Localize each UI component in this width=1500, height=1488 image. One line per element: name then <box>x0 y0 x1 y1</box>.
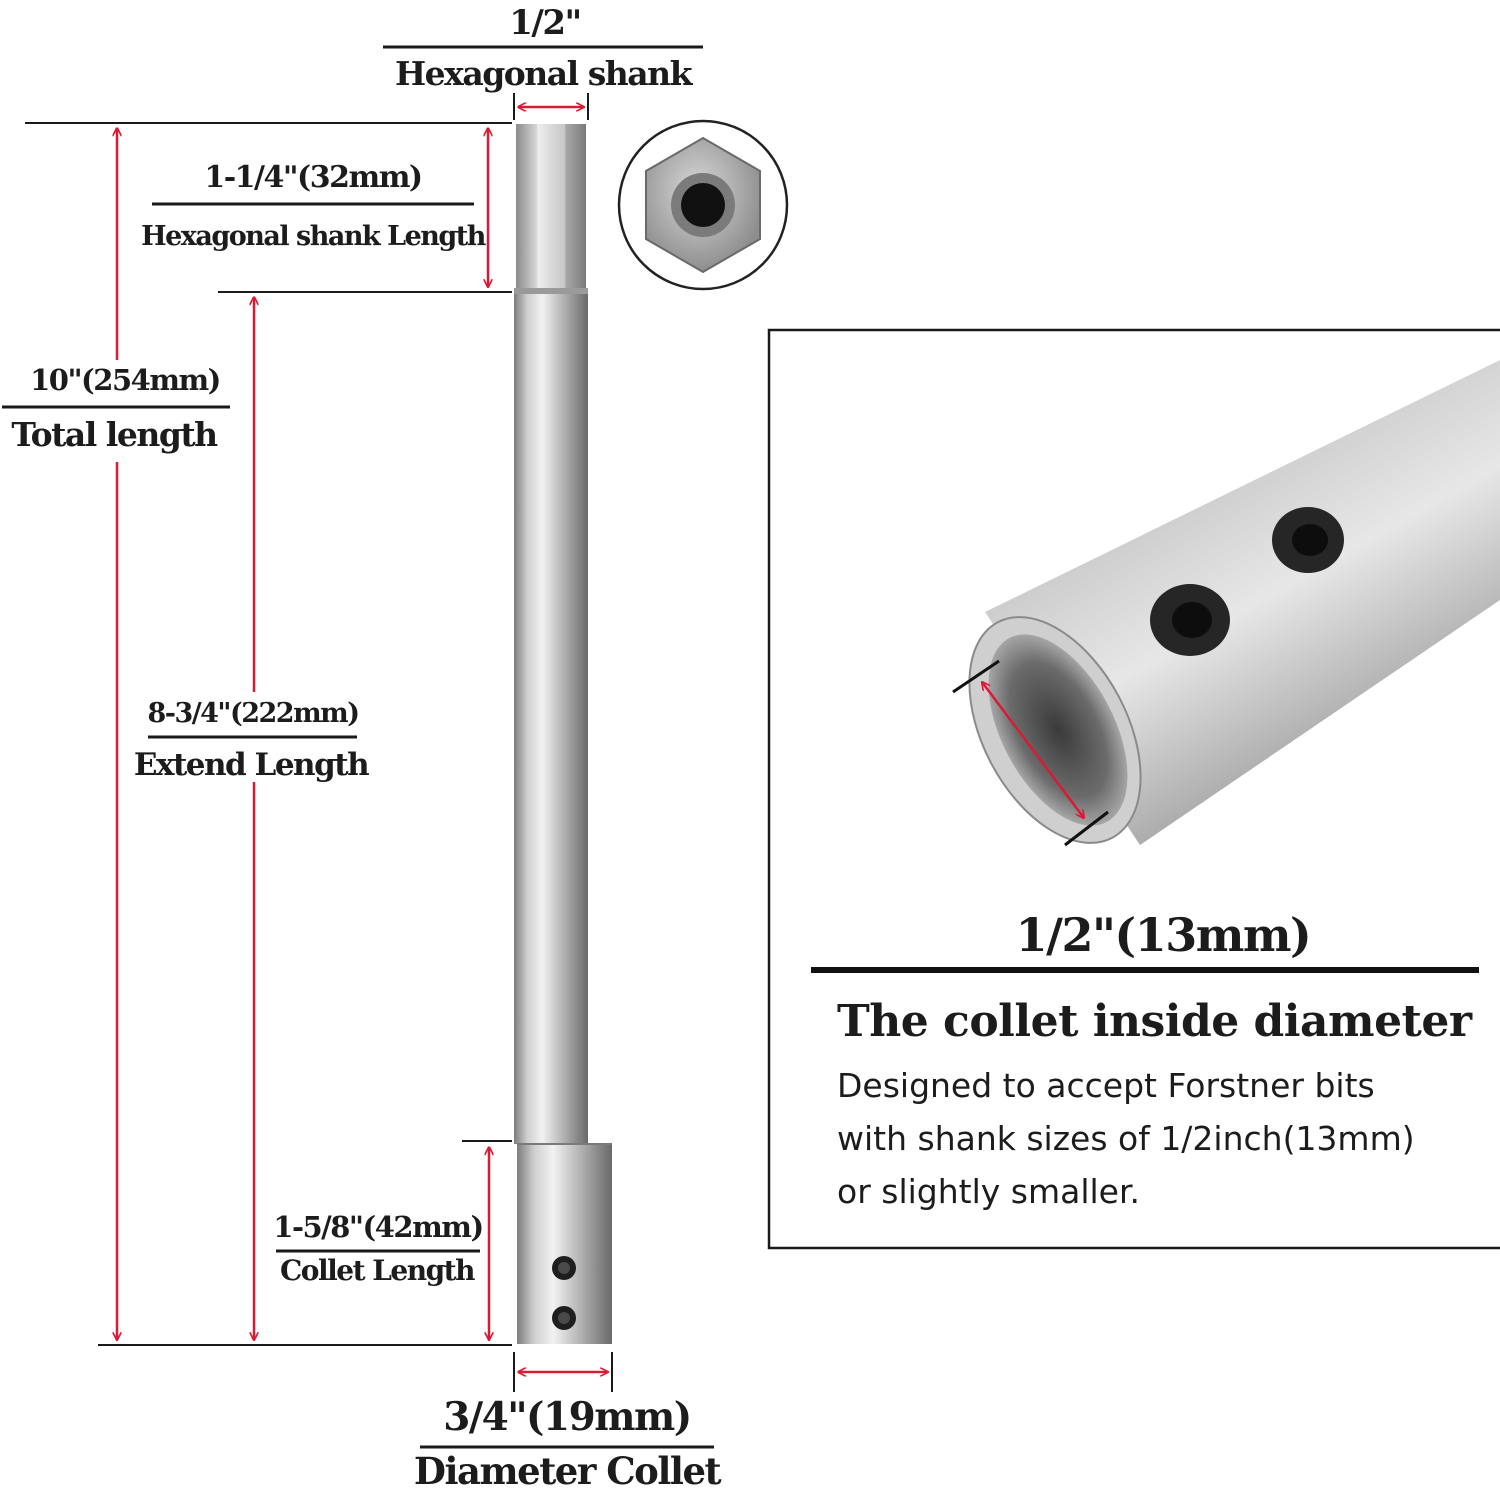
collet-length-label: Collet Length <box>280 1254 475 1287</box>
total-length-label: Total length <box>11 415 218 454</box>
total-length-value: 10"(254mm) <box>30 363 220 397</box>
collet-detail-panel: 1/2"(13mm) The collet inside diameter De… <box>767 328 1500 1250</box>
collet-length-dimension: 1-5/8"(42mm) Collet Length <box>98 1140 512 1346</box>
inside-diameter-desc-line-3: or slightly smaller. <box>837 1172 1140 1211</box>
extension-bar <box>514 124 612 1344</box>
set-screw-icon <box>552 1256 576 1280</box>
hexagon-end-icon <box>617 119 789 291</box>
inside-diameter-title: The collet inside diameter <box>837 996 1473 1047</box>
hex-length-label: Hexagonal shank Length <box>141 221 487 252</box>
hex-shank-size: 1/2" <box>509 3 580 43</box>
set-screw-icon <box>1150 584 1230 656</box>
extend-length-label: Extend Length <box>134 747 369 783</box>
hex-length-value: 1-1/4"(32mm) <box>204 160 421 195</box>
extend-length-value: 8-3/4"(222mm) <box>147 698 358 729</box>
hex-shank <box>516 124 586 292</box>
inside-diameter-value: 1/2"(13mm) <box>1016 908 1311 962</box>
total-length-dimension: 10"(254mm) Total length <box>2 128 230 1340</box>
hex-length-dimension: 1-1/4"(32mm) Hexagonal shank Length <box>25 122 512 293</box>
extension-rod <box>514 294 588 1144</box>
inside-diameter-desc-line-1: Designed to accept Forstner bits <box>837 1066 1375 1105</box>
set-screw-icon <box>552 1306 576 1330</box>
shank-transition <box>514 288 588 296</box>
extend-length-dimension: 8-3/4"(222mm) Extend Length <box>134 297 371 1340</box>
collet-diameter-label: Diameter Collet <box>414 1449 722 1488</box>
collet-length-value: 1-5/8"(42mm) <box>273 1210 482 1244</box>
collet-diameter-value: 3/4"(19mm) <box>443 1394 691 1440</box>
inside-diameter-desc-line-2: with shank sizes of 1/2inch(13mm) <box>837 1119 1415 1158</box>
collet-photo <box>952 360 1500 847</box>
collet-diameter-dimension: 3/4"(19mm) Diameter Collet <box>414 1352 723 1488</box>
set-screw-icon <box>1272 507 1344 573</box>
hex-shank-dimension: 1/2" Hexagonal shank <box>383 3 703 120</box>
hex-shank-label: Hexagonal shank <box>395 54 694 93</box>
